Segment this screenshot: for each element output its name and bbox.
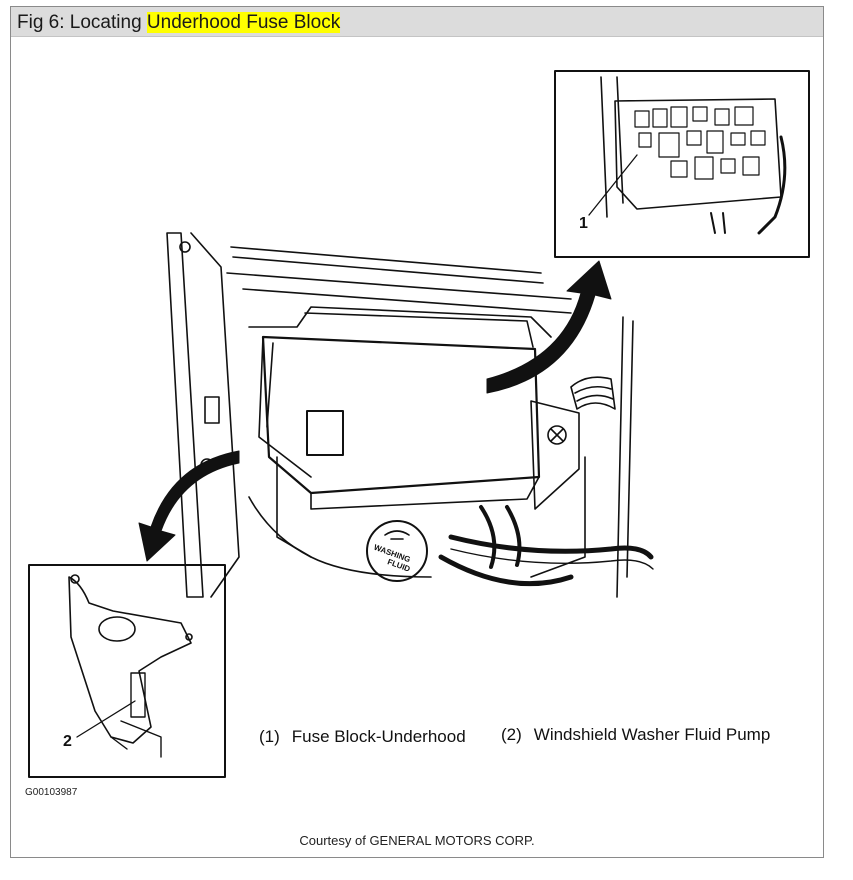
washer-cap [366, 520, 428, 582]
right-wall [616, 316, 634, 598]
figure-id: G00103987 [25, 787, 78, 798]
legend-number: (1) [259, 727, 280, 746]
clip [204, 396, 220, 424]
inset-bracket [110, 720, 162, 758]
inset-fuse-block [554, 70, 810, 258]
title-bar: Fig 6: Locating Underhood Fuse Block [11, 7, 823, 37]
figure-title: Fig 6: Locating Underhood Fuse Block [17, 12, 341, 34]
legend-number: (2) [501, 725, 522, 744]
engine-bay-drawing [28, 70, 810, 778]
radiator-support-lower [242, 288, 572, 314]
harness-edge [450, 548, 654, 570]
leader-2 [76, 700, 136, 738]
inset-fuses [634, 106, 766, 180]
inset-reservoir-cap [98, 616, 136, 642]
fender-rail-inner [190, 232, 240, 598]
title-prefix: Fig 6: Locating [17, 12, 147, 33]
harness-2 [438, 554, 574, 587]
courtesy-line: Courtesy of GENERAL MOTORS CORP. [299, 833, 535, 848]
legend-label: Windshield Washer Fluid Pump [533, 725, 771, 744]
bracket-bolt [547, 425, 567, 445]
fuse-block-cover [261, 335, 541, 495]
hose-2 [505, 505, 522, 567]
line-drawing: 1 2 WASHING FLUID (1)Fuse Block-Underhoo… [11, 37, 823, 857]
vent [570, 376, 616, 410]
legend-label: Fuse Block-Underhood [291, 727, 466, 746]
title-highlight: Underhood Fuse Block [146, 12, 341, 33]
legend-item-1: (1) Fuse Block-Underhood [259, 727, 466, 747]
fuse-block-top [304, 312, 534, 348]
tray [248, 306, 552, 338]
inset-hose [710, 212, 726, 234]
fuse-block-side [310, 476, 540, 510]
hose [479, 505, 497, 569]
radiator-support [226, 246, 572, 300]
figure-frame: Fig 6: Locating Underhood Fuse Block [10, 6, 824, 858]
inset-washer-pump [28, 564, 226, 778]
mount-bracket [530, 400, 580, 510]
cap-icon [384, 530, 410, 540]
arrow-to-pump-inset [138, 450, 240, 562]
inset-reservoir [68, 576, 192, 744]
callout-2: 2 [63, 733, 72, 750]
fender-rail [166, 232, 204, 598]
bolt-head [179, 241, 191, 253]
fuse-block-tab [306, 410, 344, 456]
inset-pump [130, 672, 146, 718]
callout-1: 1 [579, 215, 588, 232]
inset-cable [757, 135, 787, 235]
legend-item-2: (2) Windshield Washer Fluid Pump [501, 725, 770, 745]
inset-fuse-outline [614, 98, 782, 210]
fuse-block-lid-edge [258, 336, 312, 478]
arrow-to-fuse-inset [486, 260, 612, 394]
leader-1 [588, 154, 638, 216]
harness [448, 534, 654, 560]
